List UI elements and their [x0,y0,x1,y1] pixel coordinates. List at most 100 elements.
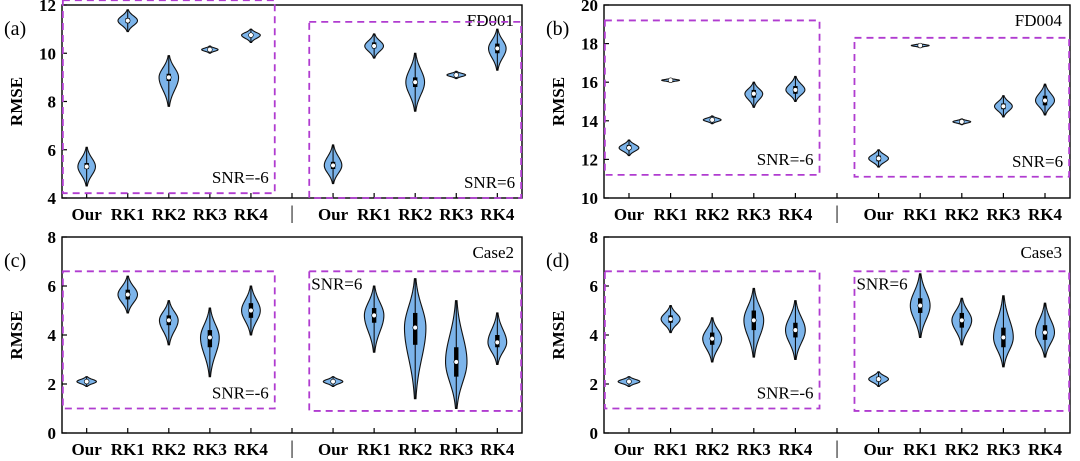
snr-group-box [853,270,1071,412]
snr-annotation: SNR=6 [311,274,362,293]
y-tick-label: 0 [48,424,57,443]
median-marker [125,17,131,24]
x-tick-label: RK1 [357,205,391,224]
y-tick-label: 20 [581,0,598,15]
y-tick-label: 4 [590,326,599,345]
median-marker [166,317,172,323]
median-marker [626,378,632,385]
median-marker [494,45,501,52]
x-tick-label: RK2 [152,440,186,459]
x-tick-label: RK2 [152,205,186,224]
dataset-label: FD004 [1015,11,1063,30]
x-tick-label: RK1 [111,440,145,459]
snr-annotation: SNR=-6 [757,150,814,169]
dataset-label: FD001 [467,11,514,30]
group-divider: | [835,203,839,224]
y-tick-label: 10 [39,44,56,63]
y-tick-label: 6 [48,277,57,296]
snr-group-box [603,270,821,410]
median-marker [248,32,254,38]
x-tick-label: RK2 [695,440,729,459]
median-marker [330,378,336,385]
x-tick-label: RK1 [903,440,937,459]
y-axis-label: RMSE [7,77,26,126]
median-marker [248,307,254,314]
x-tick-label: RK4 [778,440,813,459]
median-marker [83,163,90,170]
x-tick-label: Our [614,205,645,224]
snr-group-box [853,36,1071,178]
median-marker [875,376,882,382]
x-tick-label: RK4 [480,205,515,224]
snr-annotation: SNR=6 [856,274,907,293]
x-tick-label: RK2 [945,440,979,459]
x-tick-label: Our [614,440,645,459]
x-tick-label: RK4 [1028,440,1063,459]
snr-group-box [61,270,276,410]
x-tick-label: RK1 [357,440,391,459]
x-tick-label: Our [318,440,349,459]
y-tick-label: 2 [48,375,57,394]
median-marker [453,72,459,78]
x-tick-label: RK2 [398,205,432,224]
snr-group-box [61,0,276,195]
median-marker [1000,103,1007,110]
median-marker [412,79,418,85]
group-divider: | [835,438,839,459]
y-tick-label: 0 [590,424,599,443]
y-tick-label: 4 [48,189,57,208]
y-tick-label: 6 [590,277,599,296]
plot-frame [61,4,523,199]
median-marker [207,334,213,341]
x-tick-label: RK4 [1028,205,1063,224]
x-tick-label: RK3 [986,440,1020,459]
median-marker [166,74,172,81]
snr-annotation: SNR=6 [1012,152,1063,171]
median-marker [371,312,377,319]
median-marker [125,291,131,298]
y-tick-label: 2 [590,375,599,394]
median-marker [83,378,90,385]
group-divider: | [290,203,294,224]
y-tick-label: 16 [581,73,598,92]
panel-label: (a) [4,18,26,40]
x-tick-label: RK3 [737,205,771,224]
median-marker [959,119,965,125]
median-marker [1042,97,1048,104]
median-marker [626,145,632,151]
median-marker [751,317,757,323]
y-tick-label: 10 [581,189,598,208]
x-tick-label: RK3 [439,440,473,459]
x-tick-label: RK1 [654,205,688,224]
snr-annotation: SNR=6 [464,173,515,192]
y-tick-label: 12 [39,0,56,15]
median-marker [207,46,213,53]
median-marker [667,77,674,83]
x-tick-label: Our [72,440,103,459]
snr-annotation: SNR=-6 [212,384,269,403]
x-tick-label: RK3 [193,205,227,224]
x-tick-label: RK2 [945,205,979,224]
x-tick-label: Our [318,205,349,224]
median-marker [453,359,459,365]
y-tick-label: 6 [48,141,57,160]
panel-label: (b) [546,18,569,40]
panel-label: (d) [546,250,569,272]
y-tick-label: 12 [581,150,598,169]
median-marker [875,155,882,162]
x-tick-label: RK2 [695,205,729,224]
x-tick-label: Our [863,205,894,224]
group-divider: | [290,438,294,459]
median-marker [494,339,501,346]
x-tick-label: RK1 [903,205,937,224]
y-axis-label: RMSE [549,77,568,126]
x-tick-label: RK1 [111,205,145,224]
median-marker [412,324,418,331]
y-tick-label: 4 [48,326,57,345]
snr-group-box [308,270,523,412]
x-tick-label: RK4 [778,205,813,224]
